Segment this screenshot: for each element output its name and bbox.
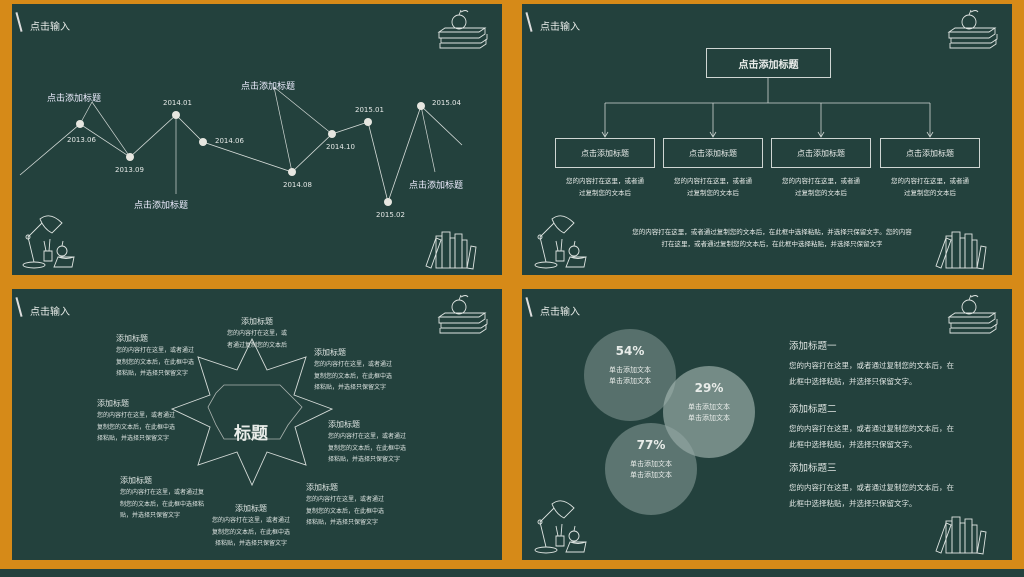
slide-star-diagram[interactable]: 点击输入 标题 添加标题您的内容打在这里，或者通过复制您的文本后 添加标题您的内… — [12, 289, 502, 560]
org-child-box[interactable]: 点击添加标题 — [880, 138, 980, 168]
date-label: 2015.04 — [432, 99, 461, 107]
org-child-text: 您的内容打在这里，或者通过复制您的文本后 — [782, 177, 860, 197]
section-block[interactable]: 添加标题一您的内容打在这里，或者通过复制您的文本后，在此框中选择粘贴，并选择只保… — [789, 341, 954, 386]
star-item[interactable]: 添加标题您的内容打在这里，或者通过复制您的文本后，在此框中选择粘贴，并选择只保留… — [97, 399, 176, 442]
date-label: 2015.02 — [376, 211, 405, 219]
timeline-line — [19, 105, 463, 204]
org-child-text: 您的内容打在这里，或者通过复制您的文本后 — [674, 177, 752, 197]
percent-circle[interactable]: 77%单击添加文本单击添加文本 — [605, 423, 697, 515]
date-label: 2014.08 — [283, 181, 312, 189]
star-item[interactable]: 添加标题您的内容打在这里，或者通过复制您的文本后 — [227, 317, 288, 349]
date-label: 2013.09 — [115, 166, 144, 174]
star-item[interactable]: 添加标题您的内容打在这里，或者通过复制您的文本后，在此框中选择粘贴，并选择只保留… — [314, 348, 393, 391]
section-block[interactable]: 添加标题三您的内容打在这里，或者通过复制您的文本后，在此框中选择粘贴，并选择只保… — [789, 463, 954, 508]
callout-lines — [79, 86, 436, 194]
star-item[interactable]: 添加标题您的内容打在这里，或者通过复制您的文本后，在此框中选择粘贴，并选择只保留… — [306, 483, 385, 526]
timeline-title[interactable]: 点击添加标题 — [409, 181, 464, 191]
point-2015-01 — [364, 118, 372, 126]
section-block[interactable]: 添加标题二您的内容打在这里，或者通过复制您的文本后，在此框中选择粘贴，并选择只保… — [789, 404, 954, 449]
slide-header[interactable]: 点击输入 — [30, 22, 70, 33]
next-slide-row — [0, 566, 1024, 577]
books-icon — [935, 231, 987, 270]
books-icon — [425, 231, 477, 270]
books-icon — [935, 516, 987, 555]
date-label: 2015.01 — [355, 106, 384, 114]
point-2015-02 — [384, 198, 392, 206]
org-child-box[interactable]: 点击添加标题 — [555, 138, 655, 168]
apple-books-icon — [948, 9, 998, 49]
org-connectors — [534, 9, 998, 270]
timeline-points — [76, 102, 425, 206]
point-2014-01 — [172, 111, 180, 119]
slide-timeline[interactable]: 点击输入 2013.06 2013.09 2014.01 2014.06 201… — [12, 4, 502, 275]
star-shape — [170, 294, 488, 487]
percent-circle[interactable]: 54%单击添加文本单击添加文本 — [584, 329, 676, 421]
point-2013-06 — [76, 120, 84, 128]
date-label: 2014.06 — [215, 137, 244, 145]
desk-lamp-icon — [534, 500, 587, 554]
slide-org-chart[interactable]: 点击输入 点击添加标题 点击添加标题 点击添加标题 点击添加标题 点击添加标题 … — [522, 4, 1012, 275]
org-footer-text: 您的内容打在这里，或者通过复制您的文本后，在此框中选择粘贴，并选择只保留文字。您… — [632, 228, 912, 248]
org-child-box[interactable]: 点击添加标题 — [663, 138, 763, 168]
timeline-title[interactable]: 点击添加标题 — [134, 201, 189, 211]
desk-lamp-icon — [22, 215, 75, 269]
org-title-box[interactable]: 点击添加标题 — [706, 48, 831, 78]
star-item[interactable]: 添加标题您的内容打在这里，或者通过复制您的文本后，在此框中选择粘贴，并选择只保留… — [212, 504, 291, 547]
org-child-box[interactable]: 点击添加标题 — [771, 138, 871, 168]
org-child-text: 您的内容打在这里，或者通过复制您的文本后 — [566, 177, 644, 197]
star-item[interactable]: 添加标题您的内容打在这里，或者通过复制您的文本后，在此框中选择粘贴，并选择只保留… — [120, 476, 205, 519]
date-label: 2013.06 — [67, 136, 96, 144]
slide-header[interactable]: 点击输入 — [540, 22, 580, 33]
star-item[interactable]: 添加标题您的内容打在这里，或者通过复制您的文本后，在此框中选择粘贴，并选择只保留… — [116, 334, 195, 377]
timeline-title[interactable]: 点击添加标题 — [47, 94, 102, 104]
point-2014-10 — [328, 130, 336, 138]
apple-books-icon — [948, 294, 998, 334]
slide-header[interactable]: 点击输入 — [540, 307, 580, 318]
point-2013-09 — [126, 153, 134, 161]
date-label: 2014.01 — [163, 99, 192, 107]
slide-percent-circles[interactable]: 点击输入 54%单击添加文本单击添加文本 29%单击添加文本单击添加文本 77%… — [522, 289, 1012, 560]
point-2014-06 — [199, 138, 207, 146]
point-2014-08 — [288, 168, 296, 176]
point-2015-04 — [417, 102, 425, 110]
timeline-title[interactable]: 点击添加标题 — [241, 82, 296, 92]
org-child-text: 您的内容打在这里，或者通过复制您的文本后 — [891, 177, 969, 197]
desk-lamp-icon — [534, 215, 587, 269]
star-item[interactable]: 添加标题您的内容打在这里，或者通过复制您的文本后，在此框中选择粘贴，并选择只保留… — [328, 420, 407, 463]
timeline-chart — [19, 9, 488, 270]
apple-books-icon — [438, 294, 488, 334]
star-center-title[interactable]: 标题 — [234, 424, 268, 444]
date-label: 2014.10 — [326, 143, 355, 151]
apple-books-icon — [438, 9, 488, 49]
slide-header[interactable]: 点击输入 — [30, 307, 70, 318]
